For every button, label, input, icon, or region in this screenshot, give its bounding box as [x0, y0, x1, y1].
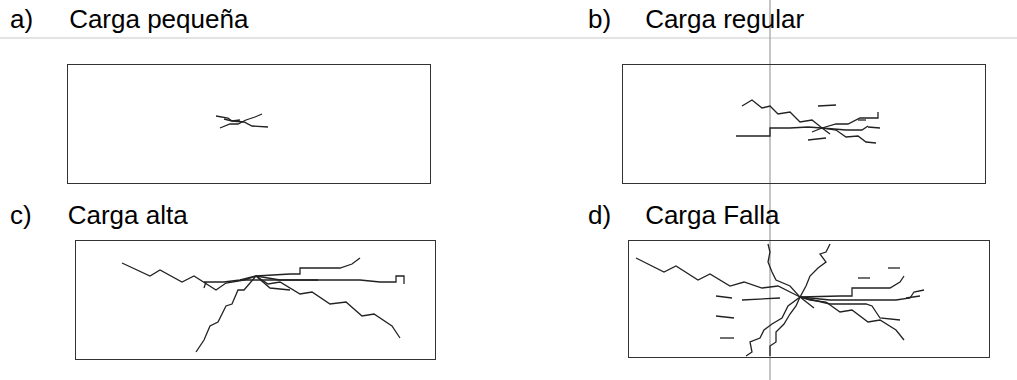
guide-line: [769, 0, 771, 380]
panel-heading: b) Carga regular: [588, 4, 804, 34]
specimen-panel: b) Carga regular: [588, 4, 986, 184]
crack-pattern: [216, 114, 268, 128]
panel-heading: a) Carga pequeña: [10, 4, 248, 34]
specimen-panel: c) Carga alta: [10, 200, 436, 360]
guide-line: [0, 38, 1017, 39]
panel-letter: d): [588, 200, 611, 230]
panel-letter: c): [10, 200, 32, 230]
specimen-outline: [628, 240, 990, 358]
panel-title: Carga pequeña: [69, 4, 248, 34]
specimen-panel: d) Carga Falla: [588, 200, 990, 358]
specimen-outline: [75, 240, 436, 360]
specimen-panel: a) Carga pequeña: [10, 4, 431, 184]
panel-title: Carga Falla: [645, 200, 779, 230]
specimen-outline: [67, 64, 431, 184]
specimen-outline: [622, 64, 986, 184]
panel-letter: b): [588, 4, 611, 34]
crack-pattern: [736, 100, 880, 143]
panel-letter: a): [10, 4, 33, 34]
crack-pattern: [122, 258, 404, 352]
panel-heading: d) Carga Falla: [588, 200, 780, 230]
crack-pattern: [636, 244, 924, 356]
panel-title: Carga alta: [68, 200, 188, 230]
panel-title: Carga regular: [645, 4, 804, 34]
panel-heading: c) Carga alta: [10, 200, 188, 230]
